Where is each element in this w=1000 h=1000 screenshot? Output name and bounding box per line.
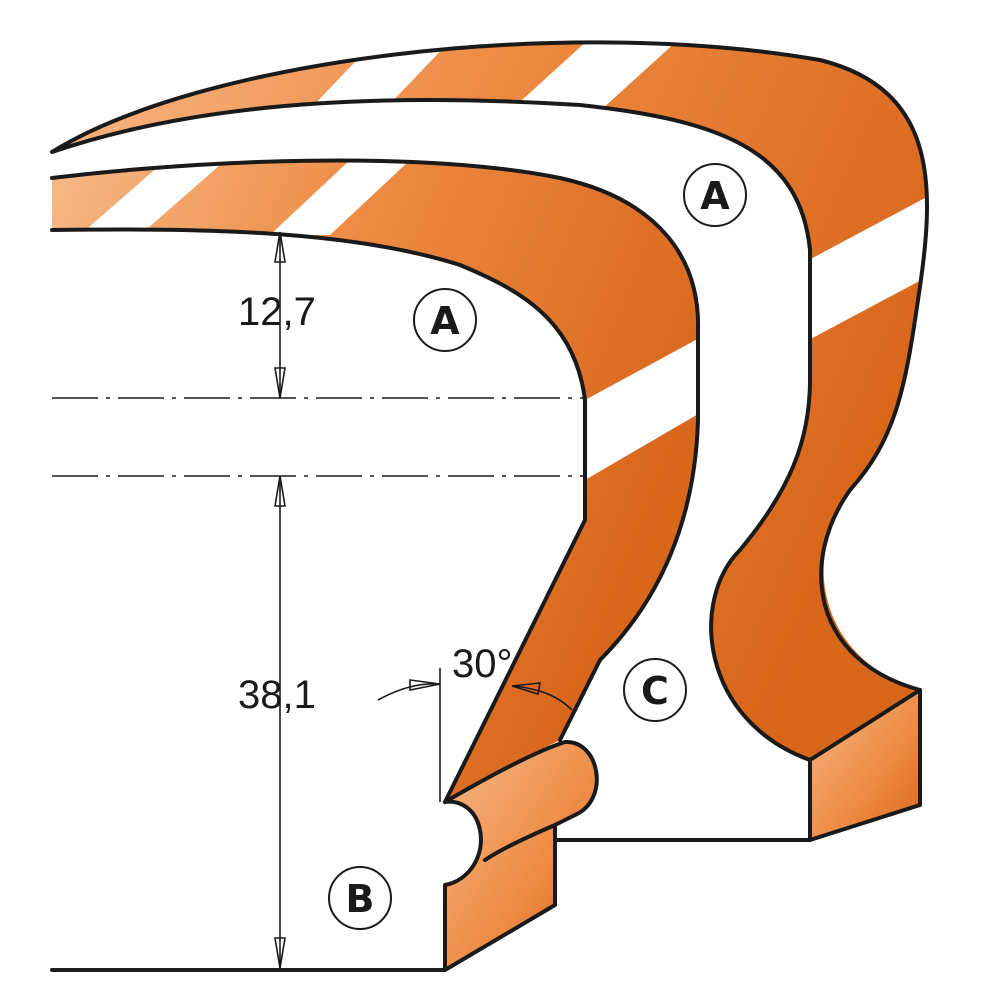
label-b: B (346, 877, 375, 921)
dim-label-height: 38,1 (238, 673, 316, 717)
arrow-top-up (274, 231, 286, 263)
dim-label-top: 12,7 (238, 290, 316, 334)
bead-ridge (483, 823, 557, 862)
arrow-height-down (274, 937, 286, 969)
angle-arc-right (514, 685, 573, 711)
inner-cutter-stripes (80, 160, 699, 480)
arrow-top-down (274, 367, 286, 399)
label-circle-b: B (328, 866, 392, 930)
inner-cutter-outline (50, 158, 701, 804)
outer-cutter-block (810, 690, 920, 840)
outer-cutter-block-edge (808, 688, 922, 762)
label-a-top: A (700, 174, 730, 218)
label-a-mid: A (430, 299, 460, 343)
inner-cutter-band (52, 160, 699, 802)
bead-outline (443, 739, 599, 972)
label-c: C (641, 669, 669, 713)
dimension-lines (52, 231, 585, 969)
outer-cutter-body (50, 40, 929, 842)
angle-arrow-right (511, 682, 541, 696)
label-circle-a-mid: A (413, 288, 477, 352)
inner-cutter-body (50, 158, 812, 972)
angle-arrow-left (409, 679, 441, 691)
arrow-height-up (274, 475, 286, 507)
label-circle-c: C (623, 658, 687, 722)
dim-label-angle: 30° (452, 642, 513, 686)
label-circle-a-top: A (683, 163, 747, 227)
bead-profile (445, 741, 597, 970)
